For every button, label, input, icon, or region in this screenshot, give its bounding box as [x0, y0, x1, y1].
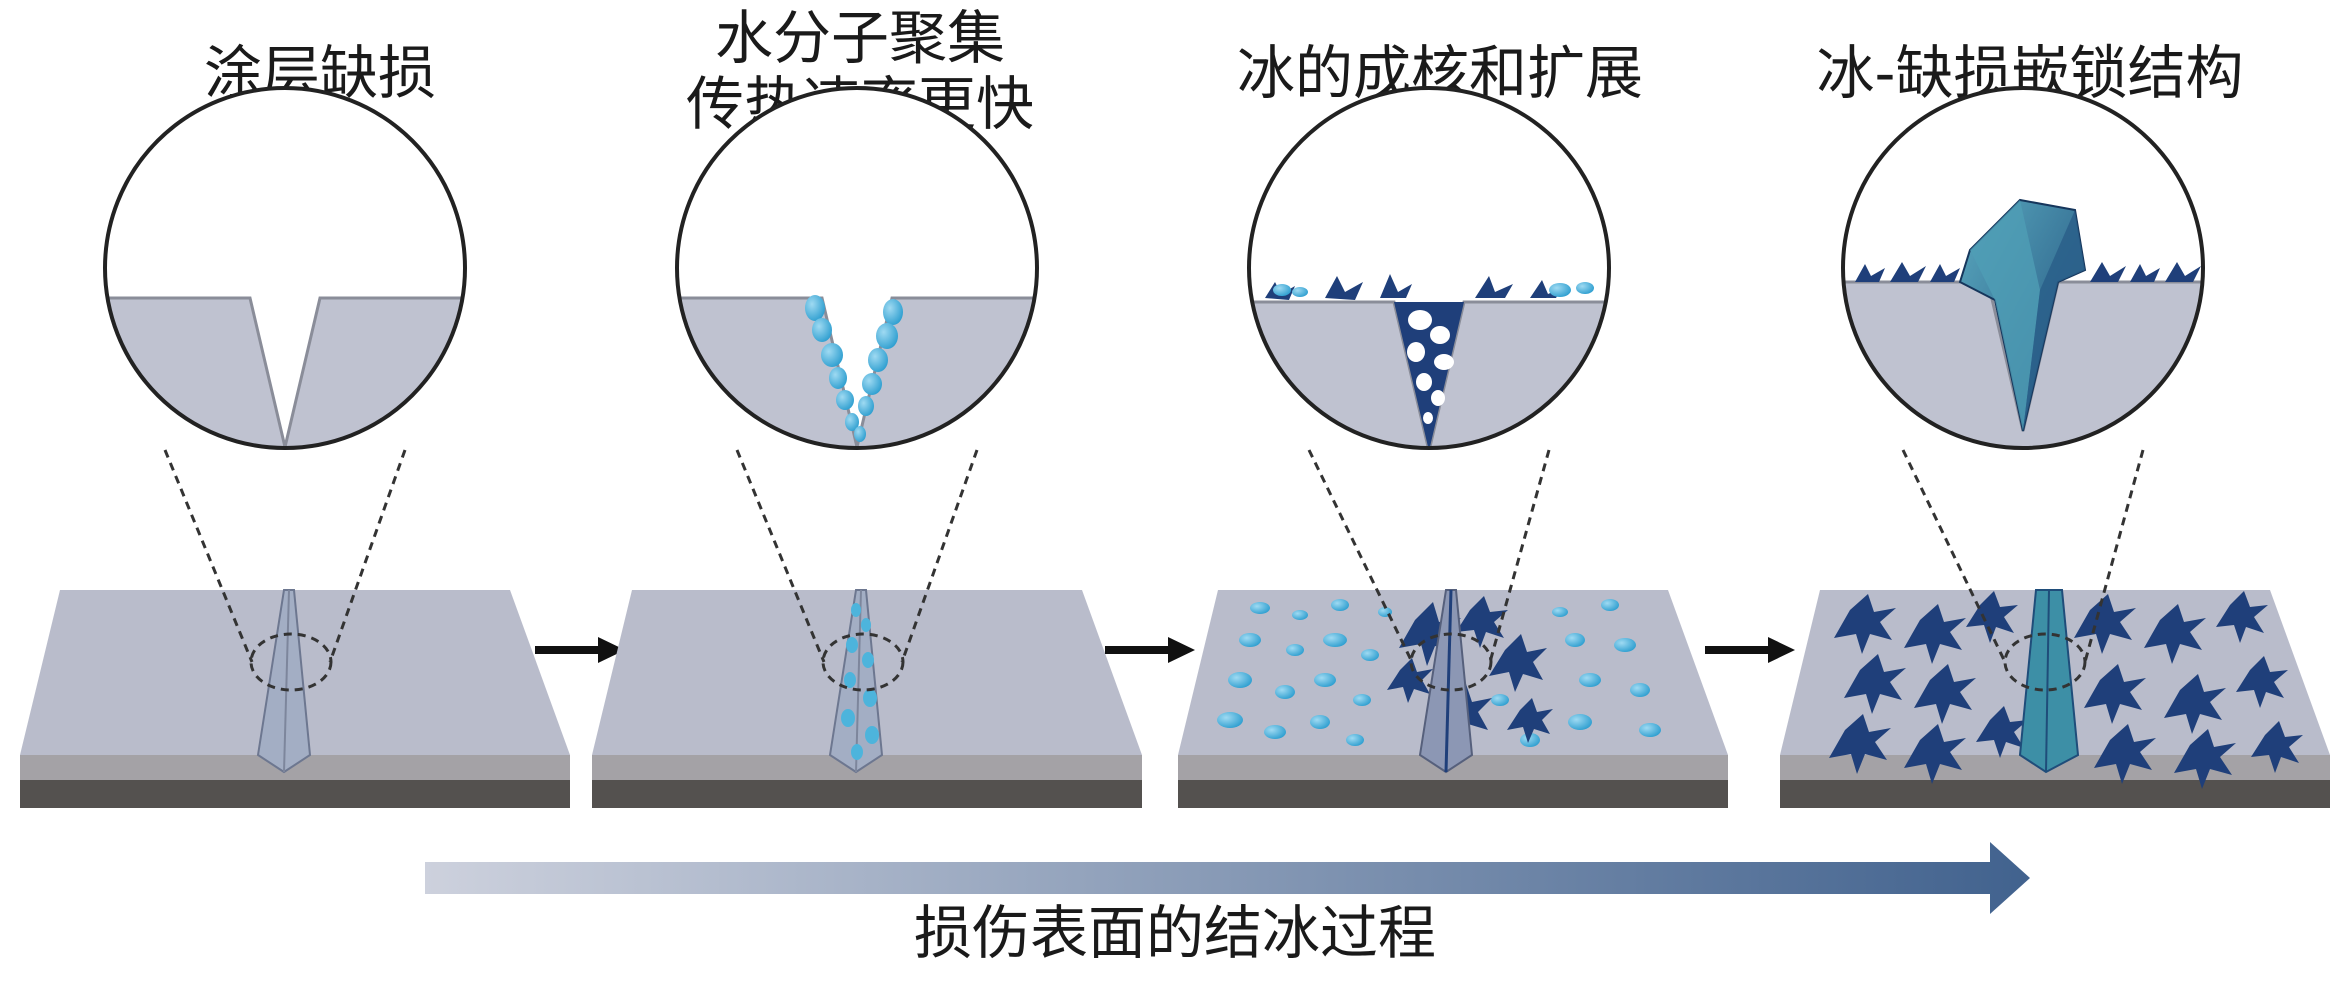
process-label: 损伤表面的结冰过程 [775, 900, 1575, 966]
step-arrow-1 [535, 637, 625, 663]
step-arrow-2 [1105, 637, 1195, 663]
step-arrow-3 [1705, 637, 1795, 663]
magnifier-circle-4 [1838, 88, 2208, 460]
stage-3-graphic [1178, 88, 1728, 808]
magnifier-circle-1 [100, 88, 470, 460]
stage-1-graphic [20, 88, 570, 808]
magnifier-circle-3 [1244, 88, 1614, 460]
stage-2-graphic [592, 88, 1142, 808]
stage-4-graphic [1780, 88, 2330, 808]
magnifier-circle-2 [672, 88, 1042, 460]
